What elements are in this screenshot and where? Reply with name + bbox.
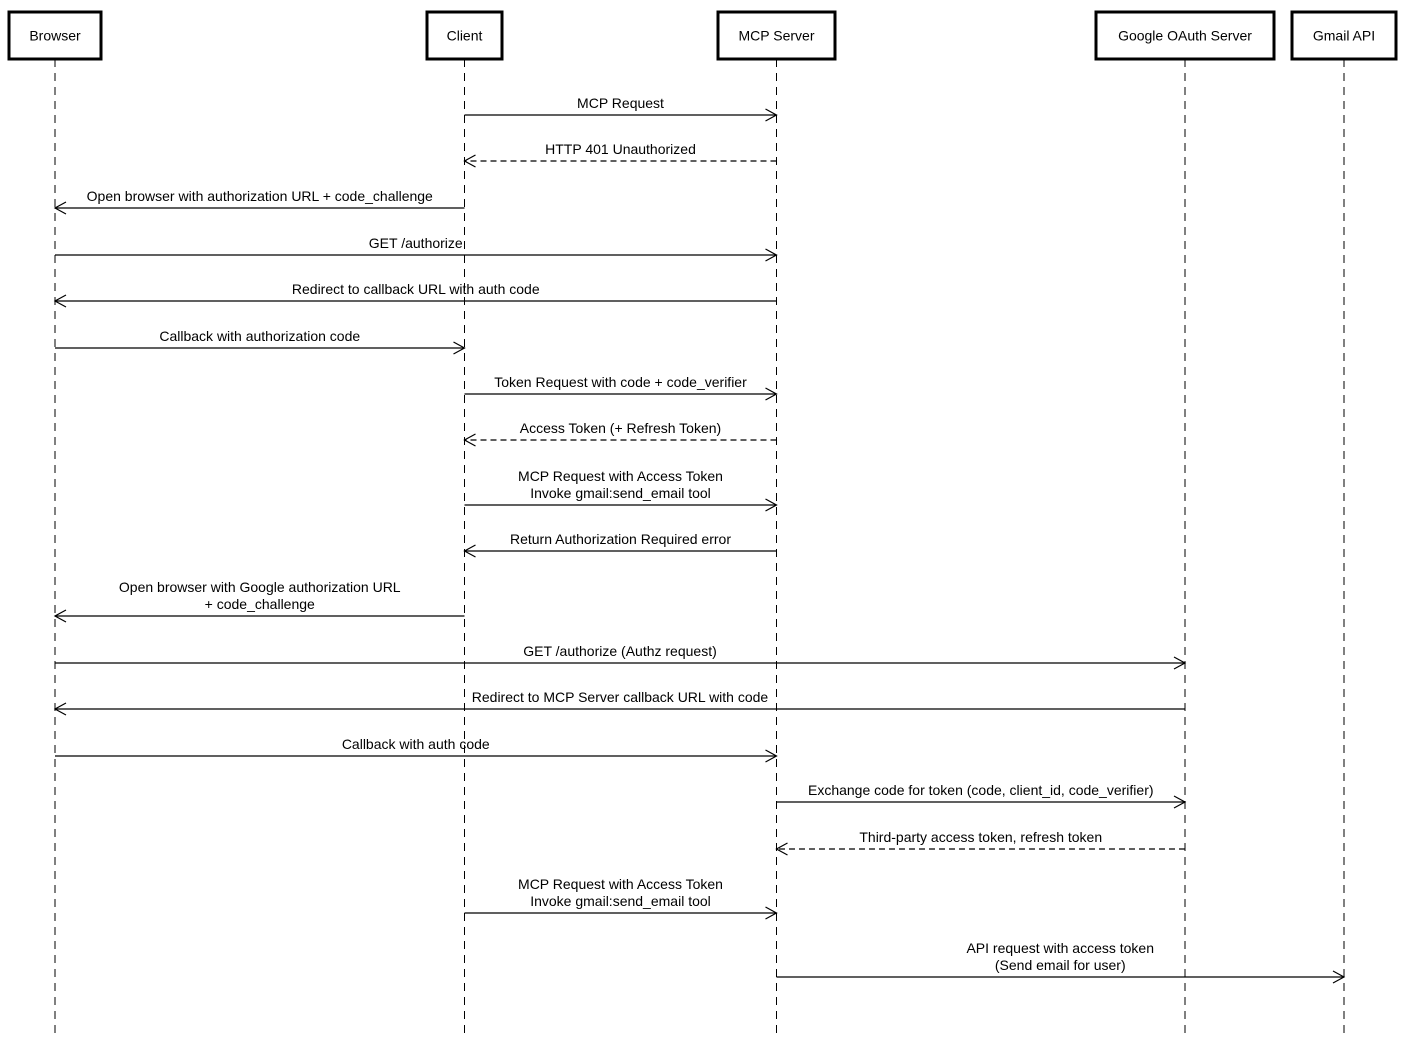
lifelines — [54, 59, 1345, 1039]
message-label: API request with access token — [966, 940, 1154, 956]
message-label: Invoke gmail:send_email tool — [530, 485, 711, 501]
message-10: Return Authorization Required error — [463, 531, 777, 558]
message-label: Access Token (+ Refresh Token) — [520, 420, 721, 436]
participant-label-client: Client — [447, 28, 483, 44]
arrowhead — [765, 906, 778, 920]
arrowhead — [53, 294, 67, 308]
message-label: MCP Request — [577, 95, 664, 111]
message-label: Exchange code for token (code, client_id… — [808, 782, 1154, 798]
message-6: Callback with authorization code — [55, 328, 466, 355]
message-label: HTTP 401 Unauthorized — [545, 141, 696, 157]
message-label: Token Request with code + code_verifier — [494, 374, 747, 390]
message-13: Redirect to MCP Server callback URL with… — [53, 689, 1185, 716]
participant-box-google — [1094, 10, 1276, 61]
arrowhead — [1173, 795, 1187, 809]
message-2: HTTP 401 Unauthorized — [463, 141, 777, 168]
message-14: Callback with auth code — [55, 736, 778, 763]
message-label: Third-party access token, refresh token — [859, 829, 1102, 845]
participant-box-gmail — [1290, 10, 1398, 61]
participant-client: Client — [425, 10, 504, 61]
message-label: Invoke gmail:send_email tool — [530, 893, 711, 909]
message-label: Open browser with Google authorization U… — [119, 579, 401, 595]
participant-box-mcp — [716, 10, 837, 61]
message-label: MCP Request with Access Token — [518, 876, 723, 892]
arrowhead — [765, 248, 778, 262]
arrowhead — [1332, 970, 1346, 984]
message-label: + code_challenge — [205, 596, 315, 612]
arrowhead — [463, 154, 476, 168]
arrowhead — [765, 387, 778, 401]
message-8: Access Token (+ Refresh Token) — [463, 420, 777, 447]
participant-label-mcp: MCP Server — [739, 28, 815, 44]
message-12: GET /authorize (Authz request) — [55, 643, 1187, 670]
participant-gmail: Gmail API — [1290, 10, 1398, 61]
participant-label-google: Google OAuth Server — [1118, 28, 1252, 44]
message-16: Third-party access token, refresh token — [775, 829, 1185, 856]
participant-box-browser — [7, 10, 103, 61]
message-3: Open browser with authorization URL + co… — [53, 188, 465, 215]
message-15: Exchange code for token (code, client_id… — [776, 782, 1187, 809]
arrowhead — [775, 842, 788, 856]
arrowhead — [53, 609, 67, 623]
arrowhead — [765, 498, 778, 512]
arrowhead — [453, 341, 466, 355]
arrowhead — [1173, 656, 1187, 670]
message-11: Open browser with Google authorization U… — [53, 579, 465, 623]
message-label: Open browser with authorization URL + co… — [87, 188, 433, 204]
message-7: Token Request with code + code_verifier — [464, 374, 778, 401]
arrowhead — [463, 544, 476, 558]
participant-box-client — [425, 10, 504, 61]
message-5: Redirect to callback URL with auth code — [53, 281, 777, 308]
message-18: API request with access token(Send email… — [776, 940, 1346, 984]
arrowhead — [53, 201, 67, 215]
arrowhead — [765, 749, 778, 763]
message-4: GET /authorize — [55, 235, 778, 262]
participant-google: Google OAuth Server — [1094, 10, 1276, 61]
message-label: GET /authorize — [369, 235, 463, 251]
message-label: GET /authorize (Authz request) — [523, 643, 717, 659]
participant-mcp: MCP Server — [716, 10, 837, 61]
message-1: MCP Request — [464, 95, 778, 122]
message-label: MCP Request with Access Token — [518, 468, 723, 484]
message-label: (Send email for user) — [995, 957, 1126, 973]
message-label: Callback with auth code — [342, 736, 490, 752]
arrowhead — [765, 108, 778, 122]
participants: Browser Client MCP Server Google OAuth Serv… — [7, 10, 1398, 61]
participant-label-browser: Browser — [29, 28, 81, 44]
participant-browser: Browser — [7, 10, 103, 61]
message-label: Redirect to callback URL with auth code — [292, 281, 540, 297]
message-label: Return Authorization Required error — [510, 531, 731, 547]
participant-label-gmail: Gmail API — [1313, 28, 1375, 44]
message-label: Redirect to MCP Server callback URL with… — [472, 689, 769, 705]
arrowhead — [53, 702, 67, 716]
message-label: Callback with authorization code — [159, 328, 360, 344]
arrowhead — [463, 433, 476, 447]
